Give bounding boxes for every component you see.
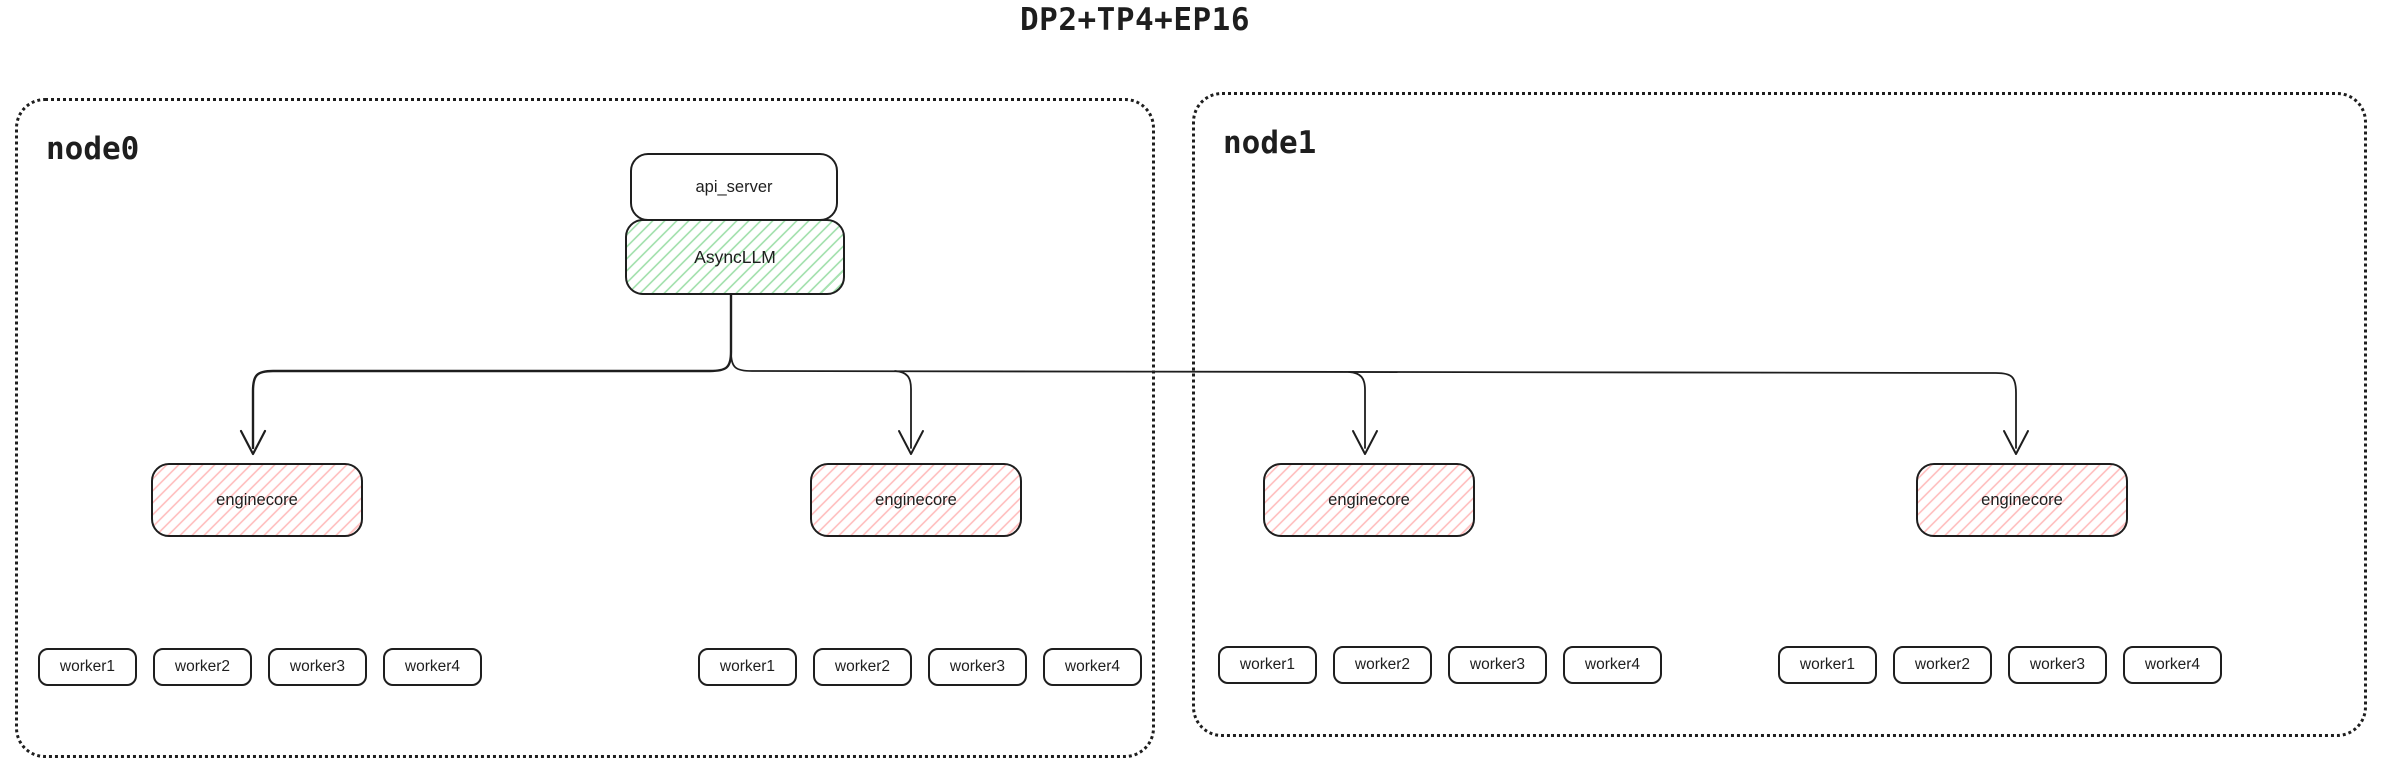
worker-label: worker3 <box>949 658 1006 675</box>
enginecore-label: enginecore <box>1981 490 2063 509</box>
enginecore-label: enginecore <box>1328 490 1410 509</box>
worker-box: worker3 <box>928 648 1027 686</box>
worker-label: worker1 <box>1799 656 1856 673</box>
worker-label: worker4 <box>2144 656 2201 673</box>
worker-label: worker3 <box>2029 656 2086 673</box>
worker-label: worker2 <box>174 658 231 675</box>
worker-box: worker2 <box>1893 646 1992 684</box>
worker-label: worker4 <box>1064 658 1121 675</box>
node1-label: node1 <box>1223 125 1317 161</box>
worker-box: worker3 <box>1448 646 1547 684</box>
worker-box: worker3 <box>268 648 367 686</box>
worker-label: worker1 <box>1239 656 1296 673</box>
worker-box: worker4 <box>383 648 482 686</box>
worker-box: worker2 <box>1333 646 1432 684</box>
worker-box: worker3 <box>2008 646 2107 684</box>
worker-label: worker1 <box>59 658 116 675</box>
worker-label: worker2 <box>1914 656 1971 673</box>
worker-label: worker1 <box>719 658 776 675</box>
node0-enginecore-2: enginecore <box>810 463 1022 537</box>
api-server-label: api_server <box>695 177 773 196</box>
enginecore-label: enginecore <box>875 490 957 509</box>
node0-label: node0 <box>46 131 140 167</box>
node0-enginecore2-worker-group: worker1 worker2 worker3 worker4 <box>698 648 1142 686</box>
worker-label: worker3 <box>1469 656 1526 673</box>
asyncllm-label: AsyncLLM <box>694 246 776 267</box>
worker-box: worker2 <box>813 648 912 686</box>
worker-box: worker4 <box>1563 646 1662 684</box>
worker-box: worker1 <box>38 648 137 686</box>
node1-enginecore2-worker-group: worker1 worker2 worker3 worker4 <box>1778 646 2222 684</box>
node0-enginecore-1: enginecore <box>151 463 363 537</box>
node1-enginecore-1: enginecore <box>1263 463 1475 537</box>
worker-label: worker2 <box>1354 656 1411 673</box>
worker-label: worker4 <box>404 658 461 675</box>
worker-box: worker2 <box>153 648 252 686</box>
node1-container: node1 enginecore enginecore worker1 work… <box>1192 92 2367 737</box>
enginecore-label: enginecore <box>216 490 298 509</box>
api-server-box: api_server <box>630 153 838 221</box>
worker-label: worker2 <box>834 658 891 675</box>
worker-box: worker1 <box>698 648 797 686</box>
node0-enginecore1-worker-group: worker1 worker2 worker3 worker4 <box>38 648 482 686</box>
worker-box: worker4 <box>2123 646 2222 684</box>
asyncllm-box: AsyncLLM <box>625 219 845 295</box>
worker-box: worker1 <box>1778 646 1877 684</box>
worker-label: worker3 <box>289 658 346 675</box>
worker-label: worker4 <box>1584 656 1641 673</box>
worker-box: worker4 <box>1043 648 1142 686</box>
node1-enginecore-2: enginecore <box>1916 463 2128 537</box>
node0-container: node0 api_server AsyncLLM enginecore eng… <box>15 98 1155 758</box>
node1-enginecore1-worker-group: worker1 worker2 worker3 worker4 <box>1218 646 1662 684</box>
diagram-title: DP2+TP4+EP16 <box>1020 2 1250 38</box>
worker-box: worker1 <box>1218 646 1317 684</box>
